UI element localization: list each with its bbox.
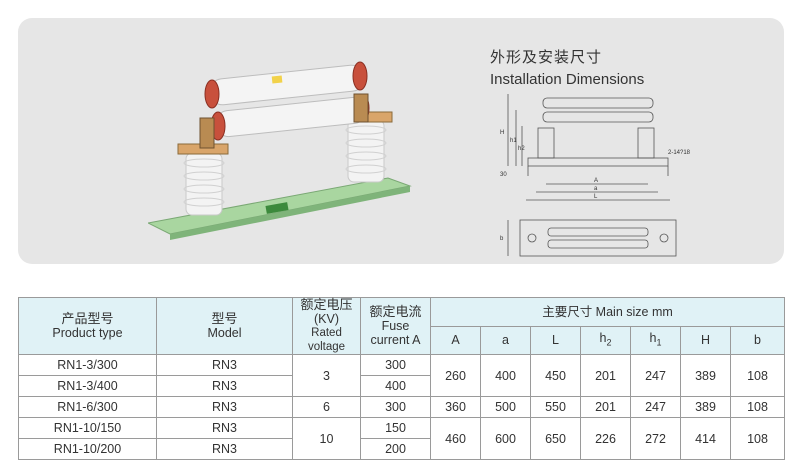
label-h1: h1 [510,138,517,144]
header-dim-h1: h1 [630,325,681,355]
fuse-product-photo [148,61,412,240]
table-row: RN1-3/400 RN3 400 [18,375,785,397]
header-main-size: 主要尺寸 Main size mm [430,297,785,327]
cell-dim-L: 550 [530,396,581,418]
fuse-tubes [199,61,370,149]
cell-dim-h2: 201 [580,396,631,418]
cell-dim-b: 108 [730,396,785,418]
cell-dim-b: 108 [730,417,785,460]
cell-product: RN1-10/200 [18,438,157,460]
cell-dim-a: 400 [480,354,531,397]
label-H: H [500,130,504,136]
cell-model: RN3 [156,375,293,397]
cell-voltage: 6 [292,396,361,418]
cell-dim-H: 389 [680,354,731,397]
cell-product: RN1-6/300 [18,396,157,418]
cell-dim-h2: 201 [580,354,631,397]
cell-voltage: 10 [292,417,361,460]
label-A: A [594,178,598,184]
cell-dim-A: 260 [430,354,481,397]
label-b: b [500,236,504,242]
cell-model: RN3 [156,417,293,439]
cell-dim-H: 389 [680,396,731,418]
cell-current: 150 [360,417,431,439]
header-dim-b: b [730,325,785,355]
header-dim-h2: h2 [580,325,631,355]
header-dim-H: H [680,325,731,355]
cell-dim-H: 414 [680,417,731,460]
cell-dim-h1: 247 [630,396,681,418]
label-h2: h2 [518,146,525,152]
header-dim-A: A [430,325,481,355]
label-a: a [594,186,598,192]
cell-model: RN3 [156,396,293,418]
header-rated-voltage: 额定电压 (KV) Rated voltage [292,297,361,355]
left-insulator [177,143,229,216]
dimension-drawing: H h1 h2 30 A a L b 2-14?18 [500,94,691,257]
dimensions-title: 外形及安装尺寸 Installation Dimensions [490,46,644,88]
label-hole: 2-14?18 [668,150,691,156]
cell-dim-A: 460 [430,417,481,460]
cell-dim-h1: 247 [630,354,681,397]
cell-current: 200 [360,438,431,460]
cell-dim-a: 600 [480,417,531,460]
header-model: 型号 Model [156,297,293,355]
cell-current: 300 [360,354,431,376]
dimensions-title-en: Installation Dimensions [490,71,645,88]
table-row: RN1-6/300 RN3 6 300 360 500 550 201 247 … [18,396,785,418]
figure-panel: 外形及安装尺寸 Installation Dimensions [18,18,784,264]
header-fuse-current: 额定电流 Fuse current A [360,297,431,355]
header-dim-a: a [480,325,531,355]
cell-model: RN3 [156,438,293,460]
cell-dim-A: 360 [430,396,481,418]
cell-dim-h2: 226 [580,417,631,460]
cell-dim-L: 450 [530,354,581,397]
label-30: 30 [500,172,507,178]
cell-dim-L: 650 [530,417,581,460]
cell-product: RN1-3/300 [18,354,157,376]
label-L: L [594,194,598,200]
dimensions-title-cn: 外形及安装尺寸 [490,49,603,66]
table-row: RN1-3/300 RN3 3 300 260 400 450 201 247 … [18,354,785,397]
table-row: RN1-10/200 RN3 200 [18,438,785,460]
spec-table: 产品型号 Product type 型号 Model 额定电压 (KV) Rat… [18,297,785,460]
cell-voltage: 3 [292,354,361,397]
cell-dim-h1: 272 [630,417,681,460]
cell-product: RN1-3/400 [18,375,157,397]
header-product-type: 产品型号 Product type [18,297,157,355]
cell-dim-b: 108 [730,354,785,397]
cell-product: RN1-10/150 [18,417,157,439]
cell-current: 400 [360,375,431,397]
cell-dim-a: 500 [480,396,531,418]
header-dim-L: L [530,325,581,355]
table-row: RN1-10/150 RN3 10 150 460 600 650 226 27… [18,417,785,460]
cell-current: 300 [360,396,431,418]
cell-model: RN3 [156,354,293,376]
